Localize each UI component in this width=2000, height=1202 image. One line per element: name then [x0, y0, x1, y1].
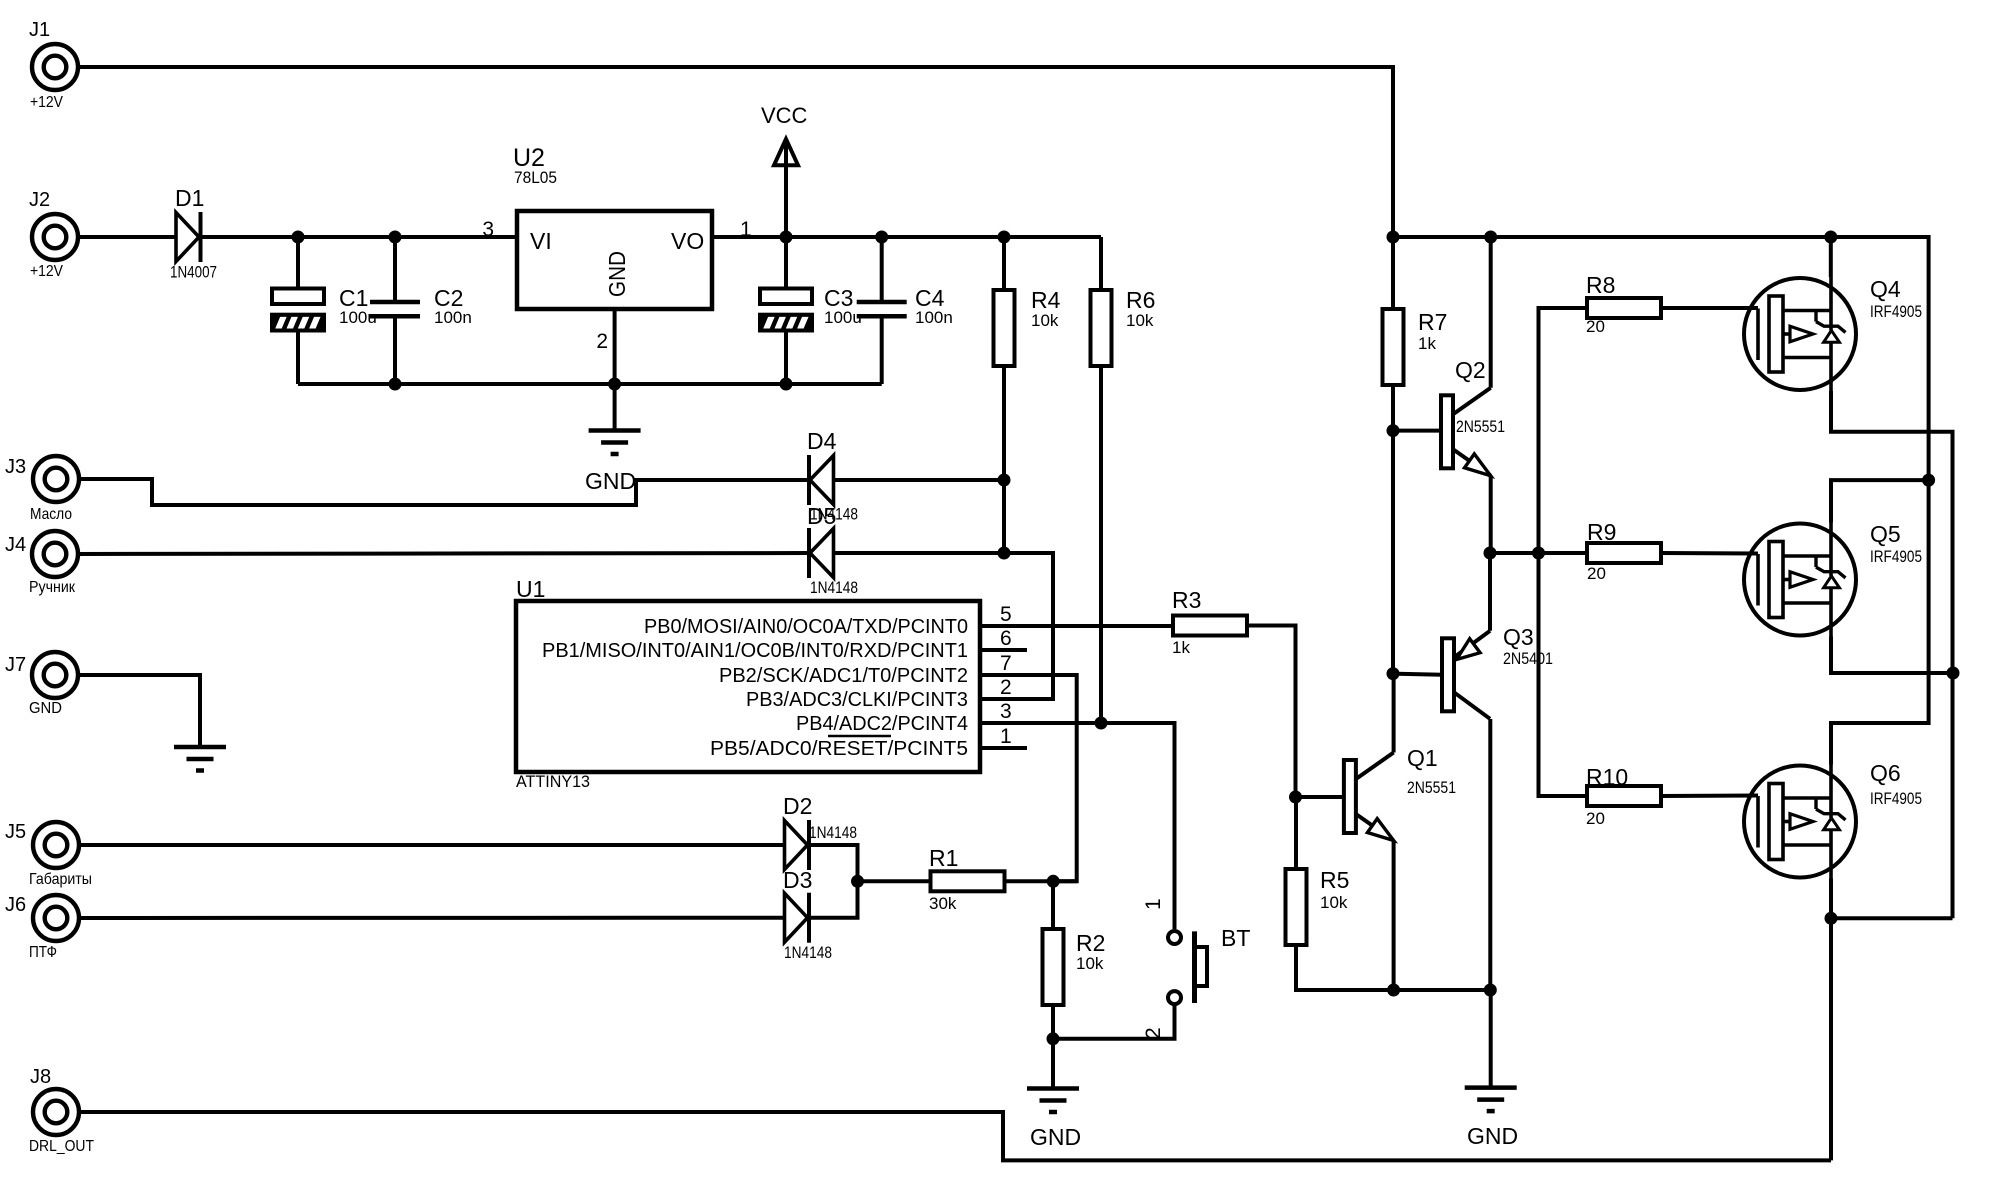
svg-text:Q5: Q5 — [1870, 521, 1901, 547]
svg-text:J6: J6 — [5, 894, 26, 916]
svg-text:PB4/ADC2/PCINT4: PB4/ADC2/PCINT4 — [796, 713, 968, 735]
svg-text:J2: J2 — [29, 189, 50, 211]
svg-text:10k: 10k — [1126, 311, 1154, 330]
svg-text:J8: J8 — [30, 1066, 51, 1088]
svg-text:D5: D5 — [807, 503, 836, 529]
svg-text:Ручник: Ручник — [29, 579, 76, 596]
svg-text:PB5/ADC0/RESET/PCINT5: PB5/ADC0/RESET/PCINT5 — [710, 738, 968, 760]
svg-text:IRF4905: IRF4905 — [1870, 547, 1922, 566]
svg-text:20: 20 — [1587, 564, 1606, 583]
svg-text:Q2: Q2 — [1455, 357, 1486, 383]
svg-text:6: 6 — [1000, 627, 1012, 650]
svg-text:GND: GND — [1467, 1123, 1518, 1149]
svg-text:PB3/ADC3/CLKI/PCINT3: PB3/ADC3/CLKI/PCINT3 — [746, 689, 968, 711]
svg-text:GND: GND — [29, 700, 62, 717]
svg-text:1N4148: 1N4148 — [810, 505, 858, 524]
svg-text:R10: R10 — [1586, 764, 1628, 790]
svg-text:J5: J5 — [5, 821, 26, 843]
svg-text:R7: R7 — [1418, 309, 1447, 335]
svg-text:1: 1 — [1000, 725, 1012, 748]
svg-text:3: 3 — [1000, 700, 1012, 723]
svg-text:100n: 100n — [434, 308, 472, 327]
svg-text:R2: R2 — [1076, 930, 1105, 956]
svg-text:5: 5 — [1000, 603, 1012, 626]
svg-text:D1: D1 — [175, 185, 204, 211]
svg-text:2: 2 — [1000, 676, 1012, 699]
svg-text:U2: U2 — [513, 144, 545, 172]
svg-text:78L05: 78L05 — [514, 168, 557, 187]
svg-text:2N5551: 2N5551 — [1456, 417, 1505, 436]
svg-text:100u: 100u — [339, 308, 377, 327]
svg-text:100u: 100u — [824, 308, 862, 327]
svg-text:2N5401: 2N5401 — [1503, 649, 1553, 668]
svg-text:R4: R4 — [1031, 287, 1061, 313]
svg-text:1N4148: 1N4148 — [810, 578, 858, 597]
svg-text:1: 1 — [740, 218, 752, 241]
svg-text:ПТФ: ПТФ — [29, 944, 57, 961]
svg-text:Q3: Q3 — [1503, 624, 1534, 650]
svg-text:C3: C3 — [824, 285, 853, 311]
svg-text:PB0/MOSI/AIN0/OC0A/TXD/PCINT0: PB0/MOSI/AIN0/OC0A/TXD/PCINT0 — [644, 616, 968, 638]
svg-text:IRF4905: IRF4905 — [1870, 302, 1922, 321]
svg-text:R9: R9 — [1587, 519, 1616, 545]
svg-text:7: 7 — [1000, 652, 1012, 675]
svg-text:U1: U1 — [516, 576, 545, 602]
svg-text:30k: 30k — [929, 894, 957, 913]
svg-text:2N5551: 2N5551 — [1407, 778, 1456, 797]
svg-text:+12V: +12V — [30, 94, 63, 111]
svg-text:C2: C2 — [434, 285, 463, 311]
svg-text:IRF4905: IRF4905 — [1870, 789, 1922, 808]
svg-text:2: 2 — [1142, 1027, 1165, 1039]
svg-text:Габариты: Габариты — [29, 871, 92, 888]
svg-text:20: 20 — [1586, 809, 1605, 828]
svg-text:GND: GND — [1030, 1124, 1081, 1150]
svg-text:100n: 100n — [915, 308, 953, 327]
svg-text:+12V: +12V — [30, 263, 63, 280]
svg-text:VO: VO — [671, 228, 704, 254]
svg-text:R5: R5 — [1320, 867, 1349, 893]
svg-text:3: 3 — [482, 218, 494, 241]
svg-text:10k: 10k — [1320, 893, 1348, 912]
svg-text:D3: D3 — [783, 867, 812, 893]
svg-text:R6: R6 — [1126, 287, 1155, 313]
svg-text:BT: BT — [1221, 925, 1250, 951]
svg-text:R8: R8 — [1586, 272, 1615, 298]
svg-text:GND: GND — [585, 468, 636, 494]
svg-text:J1: J1 — [29, 19, 50, 41]
svg-text:Q4: Q4 — [1870, 276, 1901, 302]
svg-text:GND: GND — [604, 251, 630, 297]
svg-text:10k: 10k — [1031, 311, 1059, 330]
svg-text:R1: R1 — [929, 845, 958, 871]
svg-text:DRL_OUT: DRL_OUT — [29, 1138, 94, 1155]
svg-text:1N4007: 1N4007 — [170, 263, 217, 282]
svg-text:ATTINY13: ATTINY13 — [516, 772, 590, 791]
svg-text:C4: C4 — [915, 285, 945, 311]
svg-text:C1: C1 — [339, 285, 368, 311]
svg-text:10k: 10k — [1076, 954, 1104, 973]
svg-text:D2: D2 — [783, 793, 812, 819]
svg-text:1: 1 — [1142, 898, 1165, 910]
svg-text:Q1: Q1 — [1407, 745, 1438, 771]
svg-text:J3: J3 — [5, 456, 26, 478]
svg-text:1k: 1k — [1172, 638, 1190, 657]
svg-text:1N4148: 1N4148 — [809, 823, 857, 842]
svg-text:Q6: Q6 — [1870, 760, 1901, 786]
svg-text:R3: R3 — [1172, 587, 1201, 613]
svg-text:J7: J7 — [5, 654, 26, 676]
svg-text:Масло: Масло — [30, 506, 72, 523]
svg-text:D4: D4 — [807, 428, 837, 454]
svg-text:PB2/SCK/ADC1/T0/PCINT2: PB2/SCK/ADC1/T0/PCINT2 — [719, 665, 968, 687]
svg-text:J4: J4 — [5, 534, 26, 556]
svg-text:2: 2 — [596, 330, 608, 353]
svg-text:20: 20 — [1586, 317, 1605, 336]
svg-text:VCC: VCC — [761, 103, 808, 128]
svg-text:1N4148: 1N4148 — [784, 943, 832, 962]
svg-text:VI: VI — [530, 228, 552, 254]
svg-text:PB1/MISO/INT0/AIN1/OC0B/INT0/R: PB1/MISO/INT0/AIN1/OC0B/INT0/RXD/PCINT1 — [542, 640, 968, 662]
svg-text:1k: 1k — [1418, 334, 1436, 353]
